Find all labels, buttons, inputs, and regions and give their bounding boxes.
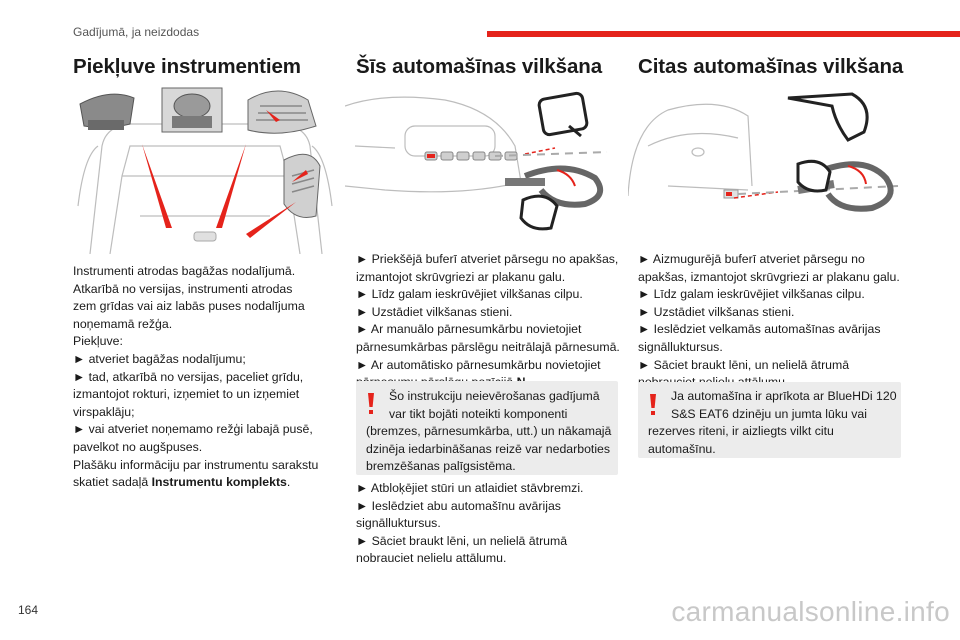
step-line: ► Ar automātisko pārnesumkārbu novietoji…: [356, 357, 601, 372]
column-tow-this-car: Šīs automašīnas vilkšana: [356, 55, 602, 79]
rear-towing-illustration: [628, 92, 899, 212]
step-line: signālluktursus.: [356, 516, 441, 531]
warning-text: var tikt bojāti noteikti komponenti: [389, 406, 568, 421]
warning-text: rezerves riteni, ir aizliegts vilkt citu: [648, 424, 834, 439]
warning-text: bremzēšanas palīgsistēma.: [366, 459, 516, 474]
step-line: izmantojot skrūvgriezi ar plakanu galu.: [356, 269, 566, 284]
step-line: ► Atbloķējiet stūri un atlaidiet stāvbre…: [356, 481, 584, 495]
tow-this-car-final-steps: ► Atbloķējiet stūri un atlaidiet stāvbre…: [356, 480, 583, 568]
text-suffix: .: [286, 475, 291, 490]
front-towing-illustration: [345, 91, 608, 231]
warning-box-components: Šo instrukciju neievērošanas gadījumā va…: [356, 381, 618, 475]
warning-text: automašīnu.: [648, 441, 716, 456]
step-line: ► Līdz galam ieskrūvējiet vilkšanas cilp…: [356, 287, 583, 302]
body-line: pavelkot no augšpuses.: [73, 439, 203, 454]
step-line: ► Sāciet braukt lēni, un nelielā ātrumā: [356, 533, 568, 548]
step-line: ► Ieslēdziet abu automašīnu avārijas: [356, 498, 561, 513]
step-line: signālluktursus.: [638, 339, 723, 354]
body-line: izmantojot rokturi, izņemiet to un izņem…: [73, 387, 300, 402]
column-tool-access: Piekļuve instrumentiem: [73, 55, 301, 79]
step-line: ► Uzstādiet vilkšanas stieni.: [638, 304, 795, 319]
body-line: noņemamā režģa.: [73, 316, 173, 331]
warning-text: dzinēja iedarbināšanas reizē var nedarbo…: [366, 441, 611, 456]
step-line: ► Ar manuālo pārnesumkārbu novietojiet: [356, 322, 582, 337]
column-tow-another-car: Citas automašīnas vilkšana: [638, 55, 903, 79]
warning-exclamation-icon: [368, 393, 374, 414]
tow-another-car-steps: ► Aizmugurējā buferī atveriet pārsegu no…: [638, 251, 900, 392]
body-line: ► vai atveriet noņemamo režģi labajā pus…: [73, 422, 313, 437]
step-line: ► Priekšējā buferī atveriet pārsegu no a…: [356, 252, 619, 266]
section-title: Piekļuve instrumentiem: [73, 55, 301, 78]
body-line: Plašāku informāciju par instrumentu sara…: [73, 457, 319, 472]
step-line: pārnesumkārbas pārslēgu neitrālajā pārne…: [356, 339, 620, 354]
warning-exclamation-icon: [650, 394, 656, 415]
warning-text: Šo instrukciju neievērošanas gadījumā: [389, 389, 600, 403]
body-line: Piekļuve:: [73, 334, 123, 349]
step-line: ► Ieslēdziet velkamās automašīnas avārij…: [638, 322, 881, 337]
step-line: nobrauciet nelielu attālumu.: [356, 551, 507, 566]
watermark: carmanualsonline.info: [671, 596, 950, 627]
page-number: 164: [18, 603, 39, 617]
warning-box-towing-prohibited: Ja automašīna ir aprīkota ar BlueHDi 120…: [638, 382, 901, 458]
body-line: zem grīdas vai aiz labās puses nodalījum…: [73, 299, 305, 314]
body-line: ► tad, atkarībā no versijas, paceliet gr…: [73, 369, 304, 384]
trunk-tools-illustration: [77, 87, 333, 254]
body-line: ► atveriet bagāžas nodalījumu;: [73, 351, 246, 366]
tool-access-body: Instrumenti atrodas bagāžas nodalījumā. …: [73, 263, 318, 492]
body-line-with-reference: skatiet sadaļā Instrumentu komplekts.: [73, 474, 318, 492]
step-line: ► Līdz galam ieskrūvējiet vilkšanas cilp…: [638, 287, 865, 302]
step-line: apakšas, izmantojot skrūvgriezi ar plaka…: [638, 269, 900, 284]
text-prefix: skatiet sadaļā: [73, 475, 152, 490]
step-line: ► Aizmugurējā buferī atveriet pārsegu no: [638, 252, 865, 266]
step-line: ► Uzstādiet vilkšanas stieni.: [356, 304, 513, 319]
body-line: Atkarībā no versijas, instrumenti atroda…: [73, 281, 293, 296]
section-title: Citas automašīnas vilkšana: [638, 55, 904, 78]
step-line: ► Sāciet braukt lēni, un nelielā ātrumā: [638, 357, 850, 372]
header-section-title: Gadījumā, ja neizdodas: [73, 25, 200, 39]
warning-text: Ja automašīna ir aprīkota ar BlueHDi 120: [671, 389, 897, 403]
warning-text: (bremzes, pārnesumkārba, utt.) un nākama…: [366, 424, 612, 439]
tow-this-car-steps: ► Priekšējā buferī atveriet pārsegu no a…: [356, 251, 620, 392]
body-line: Instrumenti atrodas bagāžas nodalījumā.: [73, 264, 296, 278]
body-line: virspaklāju;: [73, 404, 135, 419]
warning-text: S&S EAT6 dzinēju un jumta lūku vai: [671, 406, 867, 421]
section-reference: Instrumentu komplekts: [151, 475, 287, 490]
section-title: Šīs automašīnas vilkšana: [356, 55, 603, 78]
header-accent-bar: [487, 31, 960, 37]
